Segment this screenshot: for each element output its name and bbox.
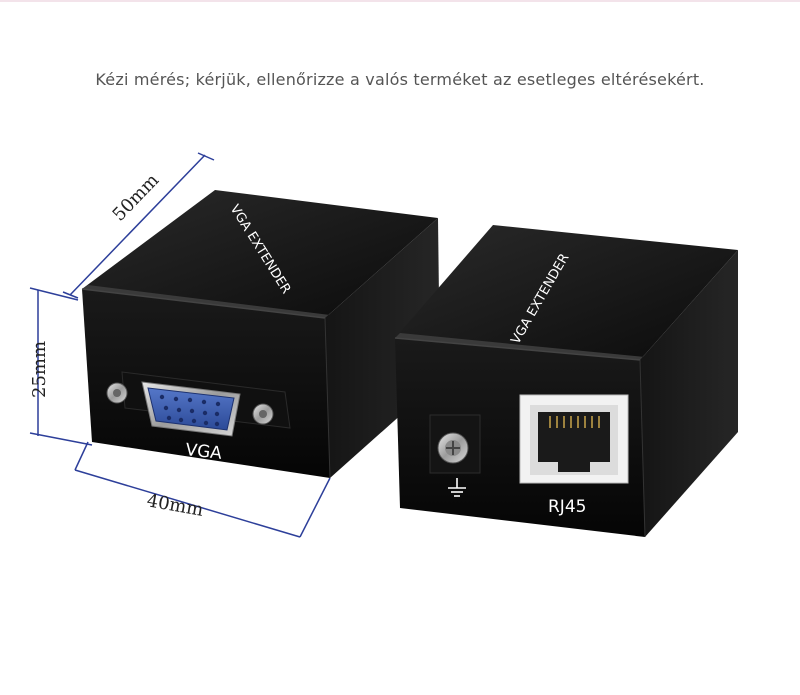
height-dimension-label: 25mm [29,341,50,398]
dimension-lines [29,152,331,538]
depth-dimension-label: 50mm [108,170,163,226]
ground-symbol-icon [448,478,466,497]
width-dimension-label: 40mm [145,490,205,521]
vga-port-label: VGA [184,440,223,464]
left-unit-side [325,218,440,478]
rj45-port-label: RJ45 [548,497,586,517]
vga-port [106,371,291,437]
ground-terminal [429,414,481,474]
measurement-disclaimer: Kézi mérés; kérjük, ellenőrizze a valós … [95,70,705,89]
left-unit-top [82,190,438,318]
top-divider [0,0,800,2]
right-unit-top [395,225,738,360]
left-extender-unit: VGA EXTENDER VGA [81,190,440,479]
rj45-port [519,394,629,484]
right-extender-unit: VGA EXTENDER [394,225,738,538]
right-unit-side [640,250,738,537]
